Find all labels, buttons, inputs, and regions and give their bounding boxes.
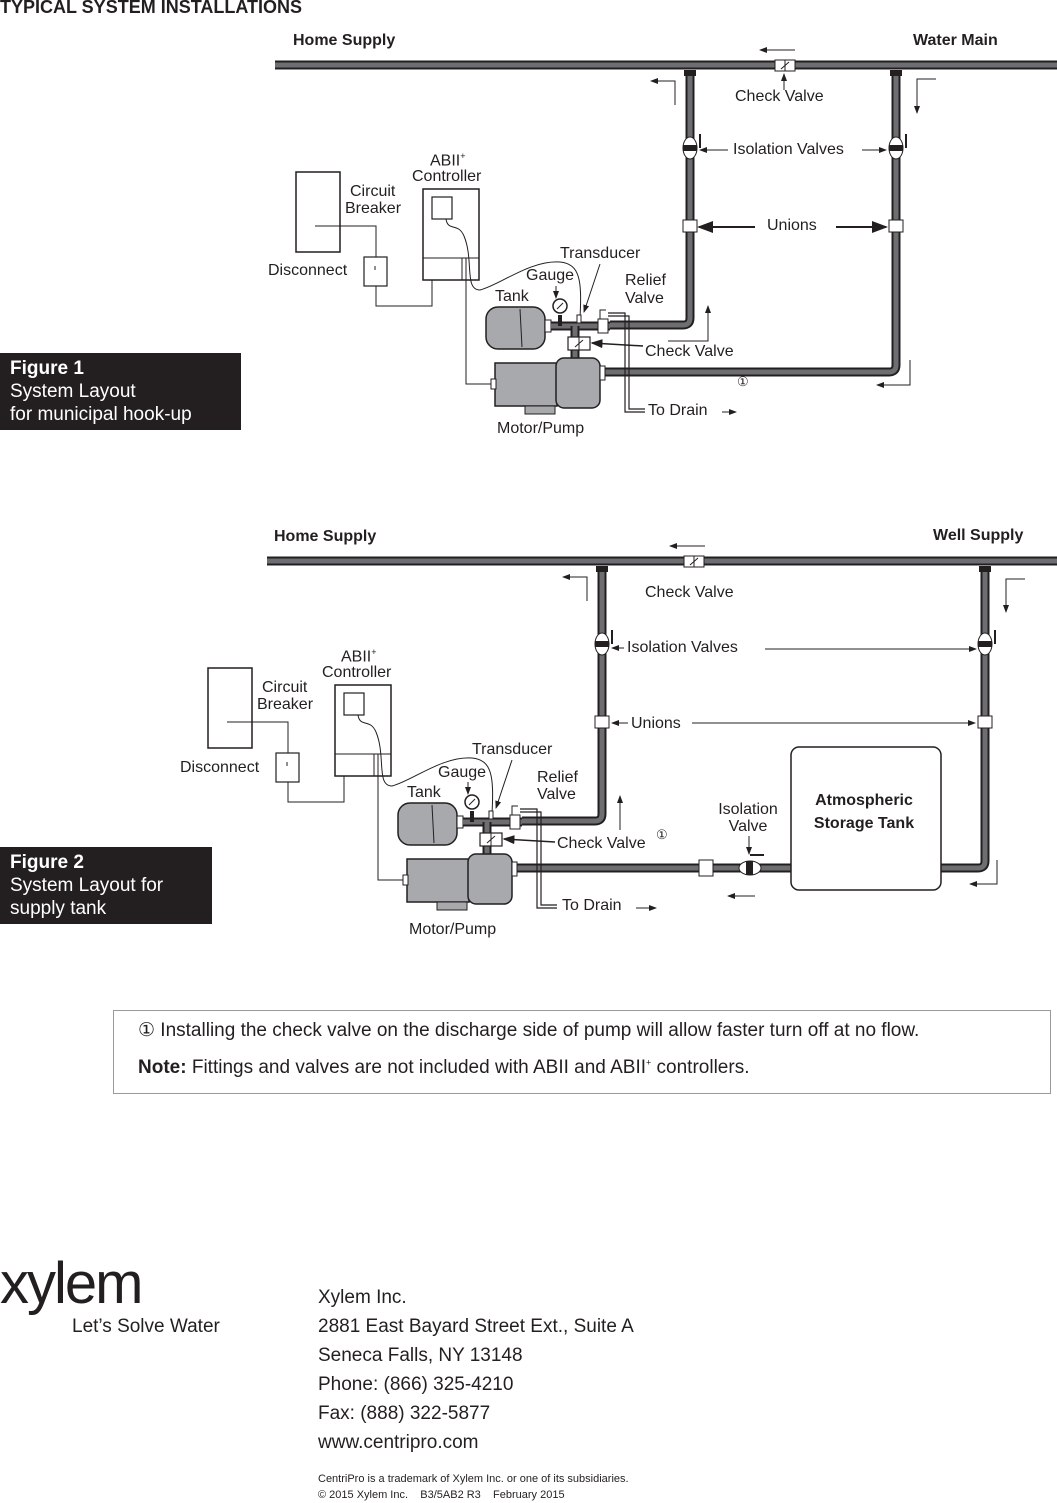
label-unions: Unions <box>767 217 817 234</box>
copyright-text: © 2015 Xylem Inc. B3/5AB2 R3 February 20… <box>318 1489 565 1501</box>
label-atmospheric: Atmospheric <box>815 792 913 809</box>
label-unions: Unions <box>631 715 681 732</box>
label-circuit: Circuit <box>262 679 308 696</box>
label-well-supply: Well Supply <box>933 527 1024 544</box>
atmospheric-storage-tank <box>790 746 942 891</box>
label-abii: ABII+ <box>430 147 466 170</box>
footnote-mark: ① <box>656 827 668 842</box>
label-check-valve-pump: Check Valve <box>557 835 646 852</box>
address-line: Seneca Falls, NY 13148 <box>318 1345 523 1366</box>
union <box>682 219 698 233</box>
page-title: TYPICAL SYSTEM INSTALLATIONS <box>0 0 303 17</box>
label-gauge: Gauge <box>526 267 575 284</box>
label-tank: Tank <box>495 288 529 305</box>
label-circuit: Circuit <box>350 183 396 200</box>
figure2-heading: Figure 2 <box>10 852 84 873</box>
figure1-caption-line: System Layout <box>10 381 136 402</box>
label-check-valve-pump: Check Valve <box>645 343 734 360</box>
label-transducer: Transducer <box>560 245 641 262</box>
footnote-text: ① Installing the check valve on the disc… <box>138 1020 920 1041</box>
footnote-mark: ① <box>737 374 749 389</box>
label-home-supply: Home Supply <box>293 32 396 49</box>
label-to-drain: To Drain <box>562 897 622 914</box>
tagline: Let’s Solve Water <box>72 1316 220 1337</box>
abii-text: ABII <box>341 648 372 666</box>
abii-text: ABII <box>430 152 461 170</box>
union <box>698 859 714 877</box>
label-tank: Tank <box>407 784 441 801</box>
figure1-heading: Figure 1 <box>10 358 84 379</box>
website-link[interactable]: www.centripro.com <box>318 1432 479 1453</box>
note-end: controllers. <box>651 1057 750 1078</box>
label-motor-pump: Motor/Pump <box>497 420 585 437</box>
union <box>594 715 610 729</box>
notes-box: ① Installing the check valve on the disc… <box>113 1010 1051 1094</box>
label-motor-pump: Motor/Pump <box>409 921 497 938</box>
figure2-caption-line: supply tank <box>10 898 107 919</box>
label-isolation-valves: Isolation Valves <box>627 639 738 656</box>
label-disconnect: Disconnect <box>180 759 260 776</box>
label-valve: Valve <box>537 786 576 803</box>
label-valve: Valve <box>625 290 664 307</box>
figure2-diagram <box>208 543 1057 910</box>
label-disconnect: Disconnect <box>268 262 348 279</box>
label-isolation: Isolation <box>718 801 778 818</box>
label-relief: Relief <box>537 769 578 786</box>
note-text: Fittings and valves are not included wit… <box>186 1057 646 1078</box>
label-controller: Controller <box>412 168 482 185</box>
address-line: Xylem Inc. <box>318 1287 407 1308</box>
figure1-caption: Figure 1 System Layout for municipal hoo… <box>0 353 241 430</box>
fax: Fax: (888) 322-5877 <box>318 1403 491 1424</box>
label-water-main: Water Main <box>913 32 998 49</box>
abii-sup: + <box>460 151 466 161</box>
xylem-logo: xylem <box>0 1251 143 1316</box>
figure1-diagram <box>275 47 1057 414</box>
trademark-text: CentriPro is a trademark of Xylem Inc. o… <box>318 1473 629 1485</box>
label-isolation-valve: Valve <box>728 818 768 835</box>
note-sup: + <box>646 1057 652 1068</box>
label-breaker: Breaker <box>257 696 314 713</box>
label-isolation-valves: Isolation Valves <box>733 141 844 158</box>
label-to-drain: To Drain <box>648 402 708 419</box>
label-storage-tank: Storage Tank <box>813 815 915 832</box>
union <box>888 219 904 233</box>
figure2-caption: Figure 2 System Layout for supply tank <box>0 847 212 924</box>
figure1-caption-line: for municipal hook-up <box>10 404 192 425</box>
note-label: Note: <box>138 1057 187 1078</box>
figure2-caption-line: System Layout for <box>10 875 164 896</box>
label-check-valve: Check Valve <box>645 584 734 601</box>
union <box>977 715 993 729</box>
label-transducer: Transducer <box>472 741 553 758</box>
abii-sup: + <box>371 647 377 657</box>
address-line: 2881 East Bayard Street Ext., Suite A <box>318 1316 634 1337</box>
label-controller: Controller <box>322 664 392 681</box>
note-line: Note: Fittings and valves are not includ… <box>138 1057 749 1079</box>
label-abii: ABII+ <box>341 643 377 666</box>
phone: Phone: (866) 325-4210 <box>318 1374 514 1395</box>
label-breaker: Breaker <box>345 200 402 217</box>
label-home-supply: Home Supply <box>274 528 377 545</box>
label-relief: Relief <box>625 272 666 289</box>
label-check-valve: Check Valve <box>735 88 824 105</box>
label-gauge: Gauge <box>438 764 487 781</box>
